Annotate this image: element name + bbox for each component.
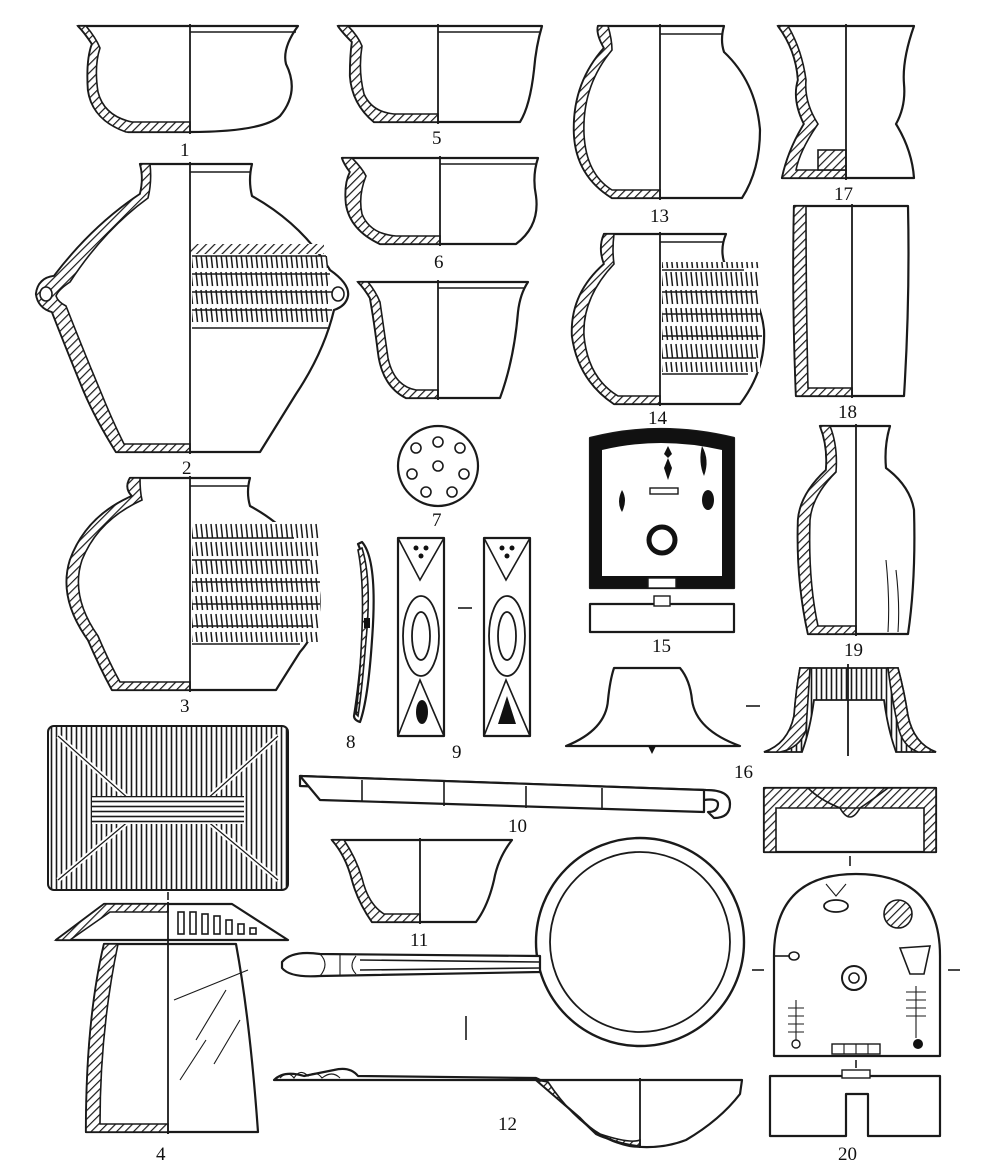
figure-4-lidded-pot: 4: [47, 725, 290, 1165]
figure-label: 11: [410, 930, 428, 951]
figure-6-bowl: 6: [340, 156, 540, 273]
figure-19-vase: 19: [796, 424, 916, 661]
figure-13-jar: 13: [572, 24, 762, 227]
figure-label: 6: [434, 252, 444, 273]
figure-label: 10: [508, 816, 527, 837]
figure-16-bell-cover: 16: [564, 664, 937, 783]
figure-label: 8: [346, 732, 356, 753]
figure-11-bowl: 11: [330, 838, 514, 951]
figure-label: 12: [498, 1114, 517, 1135]
figure-deep-bowl: [356, 280, 530, 400]
figure-label: 4: [156, 1144, 166, 1165]
figure-label: 15: [652, 636, 671, 657]
figure-label: 14: [648, 408, 668, 429]
figure-label: 1: [180, 140, 190, 161]
figure-label: 16: [734, 762, 753, 783]
figure-12-ladle: 12: [272, 836, 746, 1149]
figure-3-jar: 3: [65, 476, 321, 717]
figure-7-perforated-disc: 7: [396, 424, 480, 531]
figure-20-stove-model: 20: [752, 786, 960, 1165]
figure-label: 5: [432, 128, 442, 149]
figure-2-lug-jar: 2: [34, 162, 350, 479]
figure-label: 18: [838, 402, 857, 423]
figure-10-handle: 10: [298, 774, 732, 837]
figure-label: 3: [180, 696, 190, 717]
figure-label: 2: [182, 458, 192, 479]
figure-label: 7: [432, 510, 442, 531]
figure-label: 20: [838, 1144, 857, 1165]
figure-label: 9: [452, 742, 462, 763]
figure-17-stem-cup: 17: [776, 24, 916, 205]
figure-label: 19: [844, 640, 863, 661]
figure-18-cylinder: 18: [792, 204, 910, 423]
figure-14-jar: 14: [570, 232, 766, 429]
figure-8-slat: 8: [346, 540, 375, 753]
figure-15-stove-model: 15: [588, 427, 736, 657]
figure-label: 13: [650, 206, 669, 227]
figure-5-bowl: 5: [336, 24, 544, 149]
figure-9-plaques: 9: [396, 536, 532, 763]
figure-label: 17: [834, 184, 853, 205]
figure-1-jar: 1: [76, 24, 300, 161]
